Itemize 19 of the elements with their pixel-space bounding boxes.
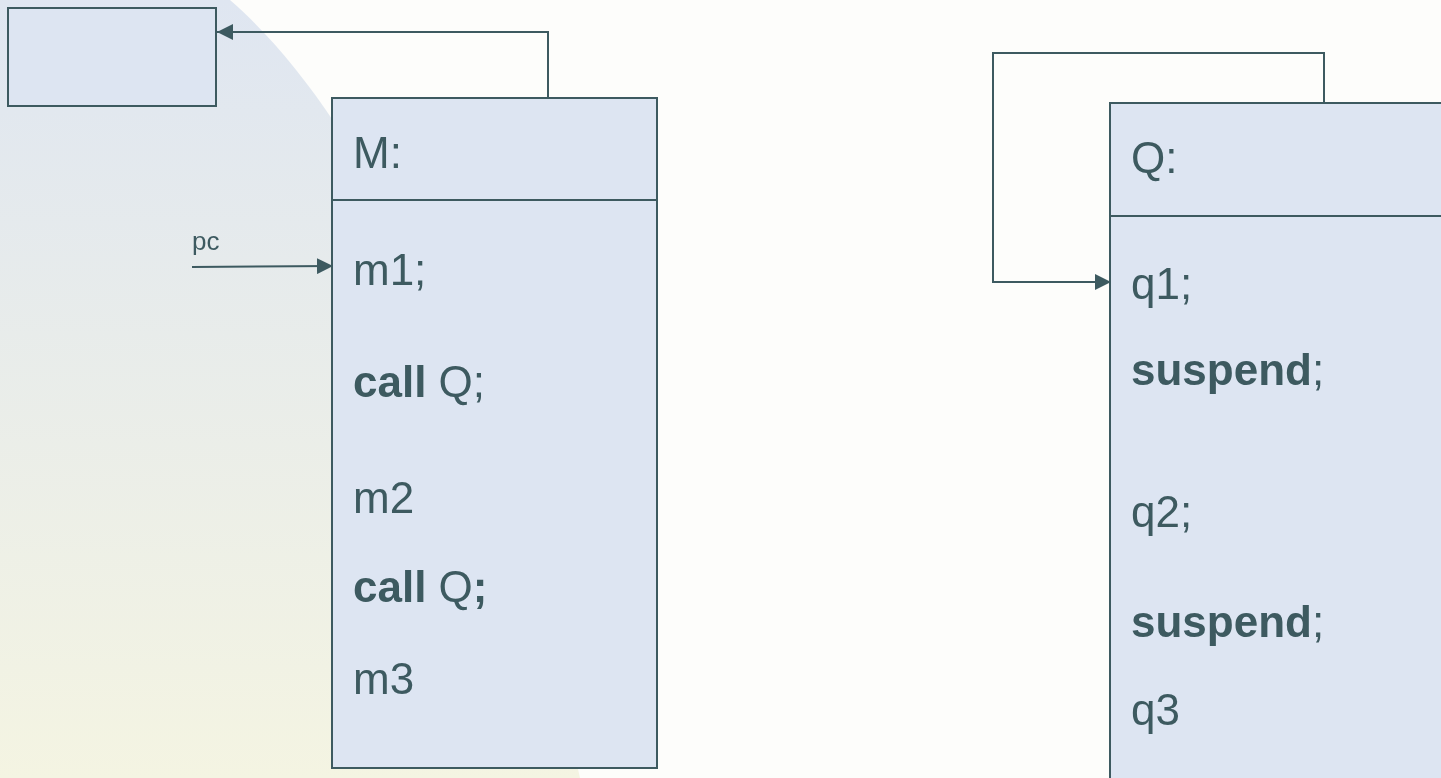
arrow: [992, 52, 1325, 290]
code-line: call Q;: [333, 557, 658, 617]
code-line: m1;: [333, 240, 658, 300]
code-line: suspend;: [1111, 592, 1441, 652]
frame-heading: Q:: [1131, 136, 1178, 180]
code-line: m3: [333, 649, 658, 709]
code-line: m2: [333, 468, 658, 528]
code-line: q2;: [1111, 482, 1441, 542]
frame-heading: M:: [353, 131, 402, 175]
code-line: suspend;: [1111, 340, 1441, 400]
arrow: [191, 258, 334, 275]
edge-label: pc: [192, 228, 220, 254]
empty-box: [7, 7, 217, 107]
arrow: [216, 24, 549, 98]
procedure-frame: [1109, 102, 1441, 778]
code-line: q3: [1111, 680, 1441, 740]
code-line: call Q;: [333, 352, 658, 412]
code-line: q1;: [1111, 254, 1441, 314]
procedure-frame: [331, 97, 658, 769]
